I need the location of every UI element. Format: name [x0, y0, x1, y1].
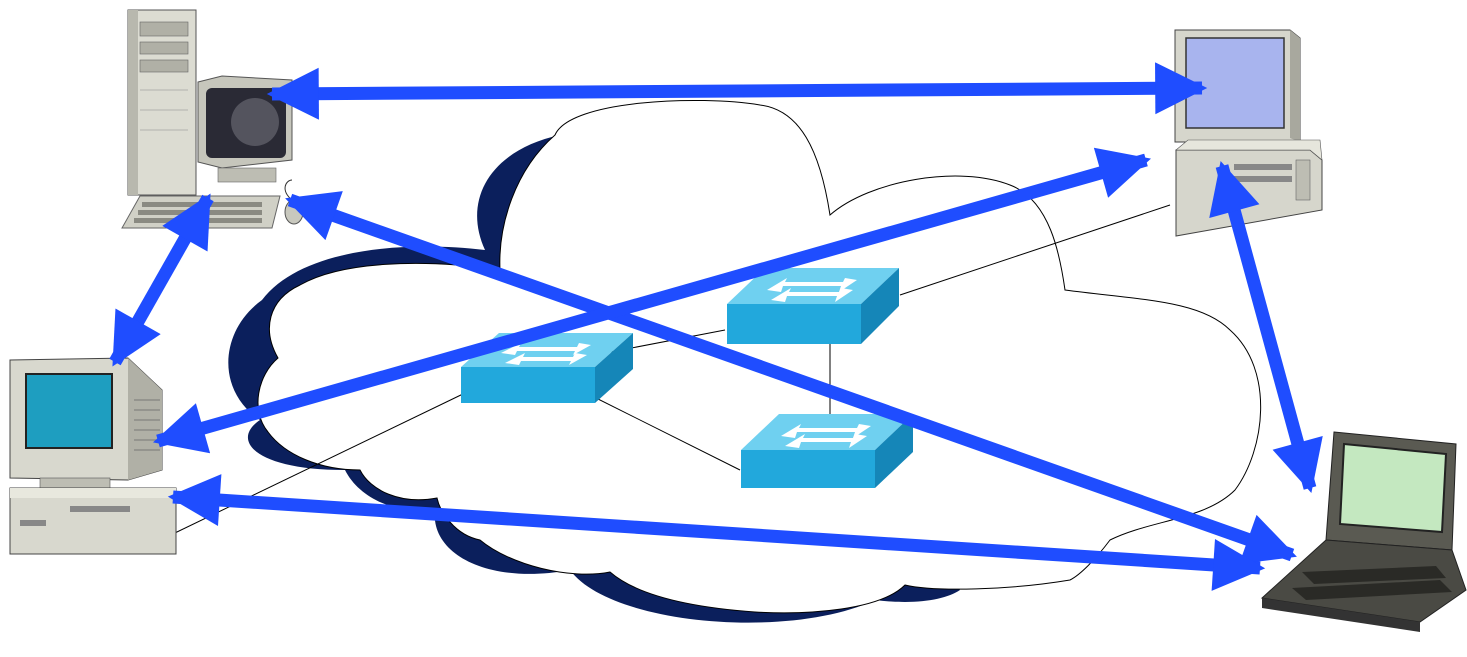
arrow-desktop-right-to-laptop	[1209, 160, 1323, 494]
desktop-computer-icon	[9, 357, 177, 555]
connection-arrows	[109, 62, 1323, 591]
arrow-desktop-left-to-desktop-right	[152, 147, 1152, 454]
arrow-tower-to-desktop-right	[266, 62, 1208, 120]
tower-workstation-icon	[121, 9, 304, 229]
desktop-computer-icon	[1174, 29, 1323, 237]
arrow-desktop-left-to-laptop	[167, 474, 1266, 591]
laptop-icon	[1260, 431, 1467, 632]
